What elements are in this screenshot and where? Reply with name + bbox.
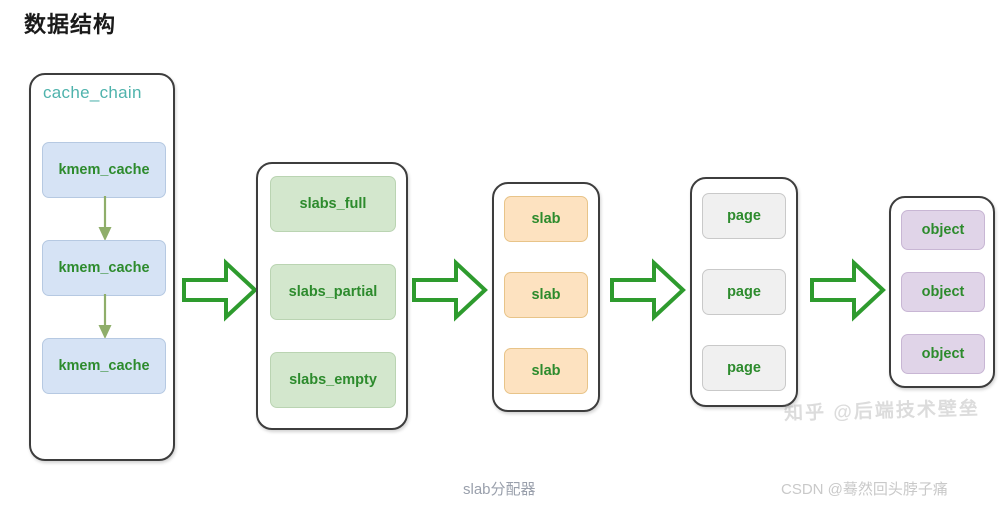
node-kmem-cache-3[interactable]: kmem_cache	[42, 338, 166, 394]
connector-kmem-2-to-3	[98, 294, 112, 339]
page-title: 数据结构	[24, 12, 117, 37]
flow-arrow-2	[412, 258, 488, 322]
node-label: slabs_empty	[289, 372, 377, 388]
flow-arrow-3	[610, 258, 686, 322]
group-pages[interactable]: page page page	[690, 177, 798, 407]
group-objects[interactable]: object object object	[889, 196, 995, 388]
group-slab-lists[interactable]: slabs_full slabs_partial slabs_empty	[256, 162, 408, 430]
node-object-3[interactable]: object	[901, 334, 985, 374]
node-kmem-cache-1[interactable]: kmem_cache	[42, 142, 166, 198]
node-label: slab	[531, 287, 561, 303]
node-label: kmem_cache	[58, 260, 150, 276]
node-slab-1[interactable]: slab	[504, 196, 588, 242]
node-slab-2[interactable]: slab	[504, 272, 588, 318]
node-object-1[interactable]: object	[901, 210, 985, 250]
node-page-1[interactable]: page	[702, 193, 786, 239]
node-slabs-partial[interactable]: slabs_partial	[270, 264, 396, 320]
csdn-watermark: CSDN @蓦然回头脖子痛	[781, 481, 948, 498]
node-label: slabs_partial	[288, 284, 378, 300]
node-label: object	[921, 284, 965, 300]
node-label: slab	[531, 363, 561, 379]
node-label: page	[727, 284, 761, 300]
node-label: object	[921, 222, 965, 238]
node-page-2[interactable]: page	[702, 269, 786, 315]
node-label: slab	[531, 211, 561, 227]
node-label: page	[727, 360, 761, 376]
group-cache-chain[interactable]: cache_chain kmem_cache kmem_cache kmem_c…	[29, 73, 175, 461]
flow-arrow-4	[810, 258, 886, 322]
node-kmem-cache-2[interactable]: kmem_cache	[42, 240, 166, 296]
node-label: page	[727, 208, 761, 224]
node-page-3[interactable]: page	[702, 345, 786, 391]
group-slabs[interactable]: slab slab slab	[492, 182, 600, 412]
node-label: kmem_cache	[58, 162, 150, 178]
node-label: kmem_cache	[58, 358, 150, 374]
node-slabs-empty[interactable]: slabs_empty	[270, 352, 396, 408]
group-label-cache-chain: cache_chain	[43, 83, 142, 102]
node-slab-3[interactable]: slab	[504, 348, 588, 394]
node-object-2[interactable]: object	[901, 272, 985, 312]
figure-caption: slab分配器	[463, 481, 536, 498]
node-slabs-full[interactable]: slabs_full	[270, 176, 396, 232]
node-label: slabs_full	[299, 196, 367, 212]
node-label: object	[921, 346, 965, 362]
connector-kmem-1-to-2	[98, 196, 112, 241]
zhihu-watermark: 知乎 @后端技术壁垒	[783, 398, 981, 425]
flow-arrow-1	[182, 258, 258, 322]
